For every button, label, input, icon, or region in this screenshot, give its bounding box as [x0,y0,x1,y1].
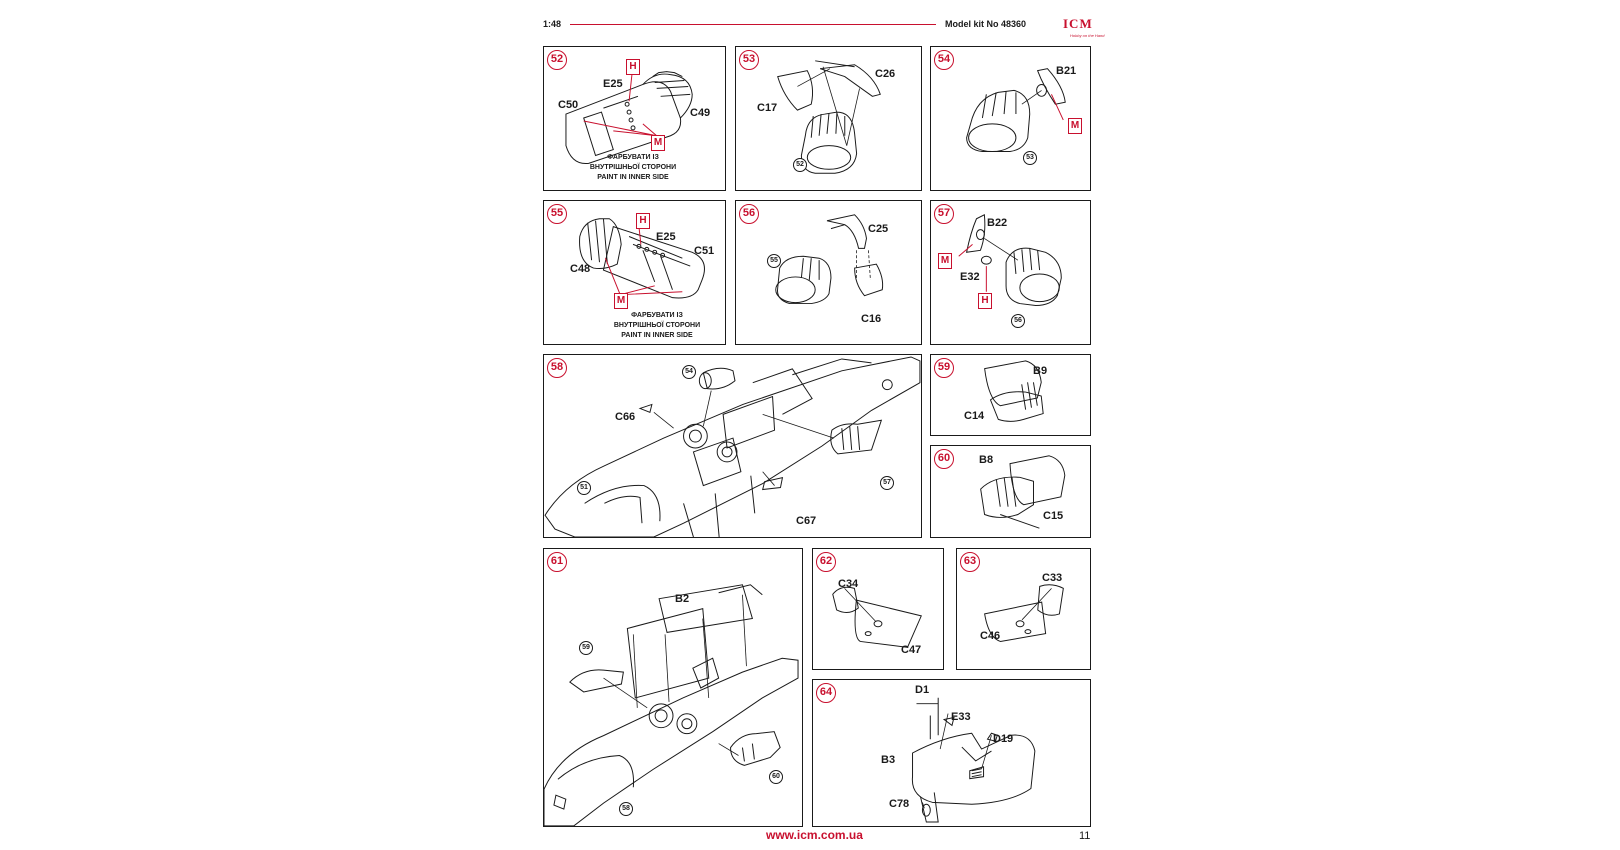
step-61-label-b2: B2 [675,593,690,605]
step-56-panel: 56 C25 55 C16 [735,200,922,345]
step-52-label-e25: E25 [603,78,623,90]
step-55-tag-m: M [614,293,628,309]
step-59-label-b9: B9 [1033,365,1048,377]
step-55-paint-note: ФАРБУВАТИ ІЗ ВНУТРІШНЬОЇ СТОРОНИ PAINT I… [613,312,701,339]
step-56-drawing [775,214,884,305]
scale-label: 1:48 [543,19,562,29]
step-55-label-c48: C48 [570,263,591,275]
step-62-label-c34: C34 [838,578,859,590]
step-52-drawing [565,71,693,165]
step-59-label-c14: C14 [964,410,985,422]
step-52-number: 52 [547,50,567,70]
step-61-ref-60: 60 [769,770,783,784]
step-55-panel: 55 H E25 C51 C48 M ФАРБУВАТИ ІЗ ВНУТРІШН… [543,200,726,345]
step-62-number: 62 [816,552,836,572]
step-64-label-e33: E33 [951,711,971,723]
step-52-label-c49: C49 [690,107,711,119]
step-63-drawing [984,584,1064,642]
step-58-number: 58 [547,358,567,378]
step-57-number: 57 [934,204,954,224]
step-54-drawing [966,68,1066,153]
step-58-panel: 58 54 C66 51 57 C67 [543,354,922,538]
footer-url: www.icm.com.ua [766,828,863,842]
step-55-label-c51: C51 [694,245,715,257]
step-62-drawing [832,586,922,648]
step-61-drawing [544,584,799,826]
step-64-label-d1: D1 [915,684,930,696]
step-53-ref-52: 52 [793,158,807,172]
step-55-drawing [579,218,705,299]
step-53-drawing [777,60,881,174]
step-57-label-e32: E32 [960,271,980,283]
step-55-tag-h: H [636,213,650,229]
step-52-tag-m: M [651,135,665,151]
step-59-panel: 59 B9 C14 [930,354,1091,436]
step-60-drawing [980,455,1066,529]
step-63-label-c33: C33 [1042,572,1063,584]
step-64-panel: 64 D1 E33 D19 B3 C78 [812,679,1091,827]
step-62-label-c47: C47 [901,644,922,656]
step-61-panel: 61 B2 59 60 58 [543,548,803,827]
step-61-ref-58: 58 [619,802,633,816]
step-58-ref-51: 51 [577,481,591,495]
header-rule [570,24,936,25]
step-57-tag-m: M [938,253,952,269]
step-53-panel: 53 C26 C17 52 [735,46,922,191]
step-58-drawing [544,356,921,537]
step-55-number: 55 [547,204,567,224]
step-57-tag-h: H [978,293,992,309]
step-63-label-c46: C46 [980,630,1001,642]
step-59-drawing [984,360,1044,422]
page-number: 11 [1079,830,1091,842]
step-56-label-c25: C25 [868,223,889,235]
step-57-label-b22: B22 [987,217,1008,229]
step-54-panel: 54 B21 M 53 [930,46,1091,191]
step-64-label-d19: D19 [993,733,1014,745]
step-64-drawing [911,697,1036,823]
step-52-paint-note: ФАРБУВАТИ ІЗ ВНУТРІШНЬОЇ СТОРОНИ PAINT I… [589,154,677,181]
step-61-ref-59: 59 [579,641,593,655]
step-53-label-c17: C17 [757,102,778,114]
step-52-label-c50: C50 [558,99,579,111]
step-56-number: 56 [739,204,759,224]
step-60-number: 60 [934,449,954,469]
icm-logo: ICM Hobby on the Hand [1063,16,1105,38]
step-56-ref-55: 55 [767,254,781,268]
step-54-tag-m: M [1068,118,1082,134]
step-59-number: 59 [934,358,954,378]
step-52-tag-h: H [626,59,640,75]
step-58-label-c66: C66 [615,411,636,423]
step-64-label-b3: B3 [881,754,896,766]
step-57-ref-56: 56 [1011,314,1025,328]
step-60-panel: 60 B8 C15 [930,445,1091,538]
step-63-panel: 63 C33 C46 [956,548,1091,670]
step-57-panel: 57 B22 M E32 H 56 [930,200,1091,345]
step-54-ref-53: 53 [1023,151,1037,165]
step-64-label-c78: C78 [889,798,910,810]
step-61-number: 61 [547,552,567,572]
step-58-ref-54: 54 [682,365,696,379]
step-53-number: 53 [739,50,759,70]
step-60-label-c15: C15 [1043,510,1064,522]
step-60-label-b8: B8 [979,454,994,466]
step-53-label-c26: C26 [875,68,896,80]
step-52-panel: 52 H E25 C50 C49 M ФАРБУВАТИ ІЗ ВНУТРІШН… [543,46,726,191]
step-63-number: 63 [960,552,980,572]
step-64-number: 64 [816,683,836,703]
step-55-label-e25: E25 [656,231,676,243]
step-54-number: 54 [934,50,954,70]
step-57-drawing [958,214,1062,307]
step-58-label-c67: C67 [796,515,817,527]
step-62-panel: 62 C34 C47 [812,548,944,670]
step-58-ref-57: 57 [880,476,894,490]
kit-number: Model kit No 48360 [945,19,1027,29]
step-54-label-b21: B21 [1056,65,1077,77]
step-56-label-c16: C16 [861,313,882,325]
